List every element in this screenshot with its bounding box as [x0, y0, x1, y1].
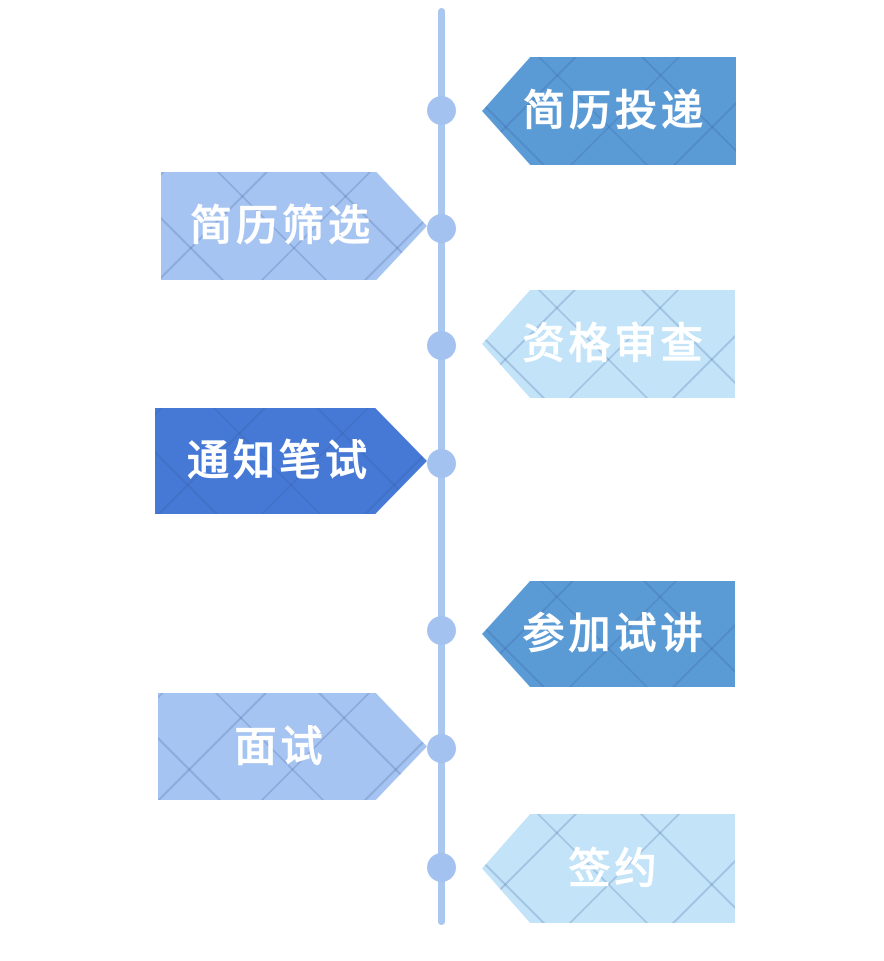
step-label: 资格审查 [522, 320, 707, 367]
step-banner-qualification-review: 资格审查 [482, 290, 735, 398]
timeline-node-dot [427, 214, 456, 243]
step-banner-signing: 签约 [482, 814, 735, 923]
timeline-node-dot [427, 449, 456, 478]
step-label: 签约 [568, 844, 661, 892]
timeline-node-dot [427, 96, 456, 125]
step-banner-trial-lecture: 参加试讲 [482, 581, 735, 687]
step-banner-resume-submission: 简历投递 [482, 57, 736, 165]
step-banner-interview: 面试 [158, 693, 427, 800]
step-label: 通知笔试 [186, 437, 371, 484]
step-label: 简历投递 [522, 87, 707, 134]
step-label: 面试 [234, 722, 327, 770]
step-banner-resume-screening: 简历筛选 [161, 172, 427, 280]
timeline-node-dot [427, 331, 456, 360]
timeline-node-dot [427, 616, 456, 645]
timeline-node-dot [427, 734, 456, 763]
step-label: 参加试讲 [522, 610, 707, 657]
step-banner-written-test-notice: 通知笔试 [155, 408, 427, 514]
step-label: 简历筛选 [189, 202, 374, 249]
timeline-node-dot [427, 853, 456, 882]
